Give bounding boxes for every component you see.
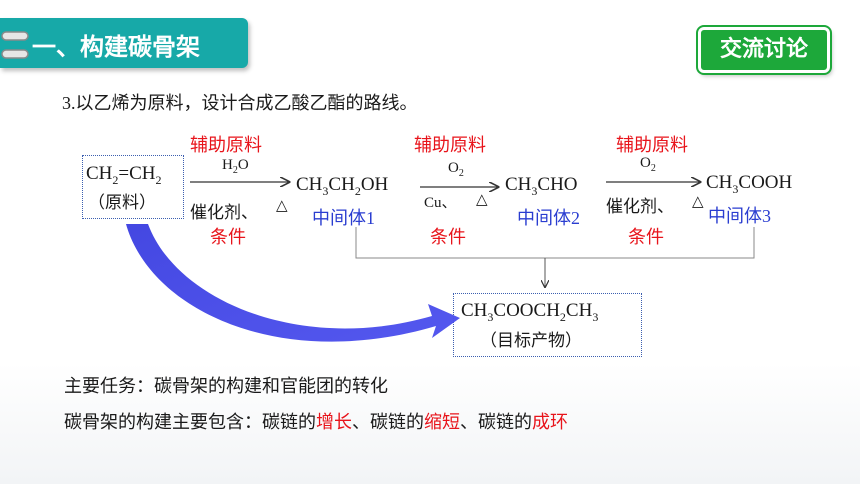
curved-arrow-icon <box>126 224 460 342</box>
step3-heat: △ <box>692 194 704 210</box>
step1-aux-label: 辅助原料 <box>190 135 262 156</box>
keyword-shorten: 缩短 <box>424 412 460 433</box>
step1-reagent: H2O <box>222 157 249 176</box>
formula-ethyl-acetate: CH3COOCH2CH3 <box>461 300 599 324</box>
step1-condition-note: 条件 <box>210 227 246 248</box>
step2-reagent: O2 <box>448 160 464 179</box>
question-number: 3. <box>62 93 76 113</box>
carbon-skeleton-line: 碳骨架的构建主要包含：碳链的增长、碳链的缩短、碳链的成环 <box>64 412 568 433</box>
connector-bracket <box>355 227 755 259</box>
step3-aux-label: 辅助原料 <box>616 135 688 156</box>
intermediate2-label: 中间体2 <box>517 208 580 229</box>
product-box <box>453 293 642 357</box>
binder-ring-icon <box>1 49 29 59</box>
step1-condition: 催化剂、 <box>190 203 258 223</box>
step2-aux-label: 辅助原料 <box>414 135 486 156</box>
step2-heat: △ <box>476 192 488 208</box>
step1-heat: △ <box>276 198 288 214</box>
question-text: 以乙烯为原料，设计合成乙酸乙酯的路线。 <box>75 93 418 114</box>
starting-material-box <box>82 155 184 219</box>
section-title: 一、构建碳骨架 <box>32 33 200 61</box>
keyword-extend: 增长 <box>316 412 352 433</box>
step2-condition-note: 条件 <box>430 227 466 248</box>
question-line: 3.以乙烯为原料，设计合成乙酸乙酯的路线。 <box>62 89 418 115</box>
step3-reagent: O2 <box>640 155 656 174</box>
starting-material-note: （原料） <box>88 193 156 213</box>
step3-condition-note: 条件 <box>628 227 664 248</box>
formula-acetaldehyde: CH3CHO <box>505 174 578 198</box>
binder-ring-icon <box>1 31 29 41</box>
formula-acetic-acid: CH3COOH <box>706 172 793 196</box>
product-note: （目标产物） <box>480 331 582 351</box>
keyword-ring: 成环 <box>532 412 568 433</box>
intermediate1-label: 中间体1 <box>312 208 375 229</box>
section-tab: 一、构建碳骨架 <box>0 18 248 68</box>
main-task-line: 主要任务：碳骨架的构建和官能团的转化 <box>64 376 388 397</box>
step2-condition: Cu、 <box>424 195 457 211</box>
discussion-badge: 交流讨论 <box>698 27 830 73</box>
formula-ethylene: CH2=CH2 <box>86 163 162 187</box>
intermediate3-label: 中间体3 <box>708 206 771 227</box>
formula-ethanol: CH3CH2OH <box>296 174 389 198</box>
step3-condition: 催化剂、 <box>606 197 674 217</box>
